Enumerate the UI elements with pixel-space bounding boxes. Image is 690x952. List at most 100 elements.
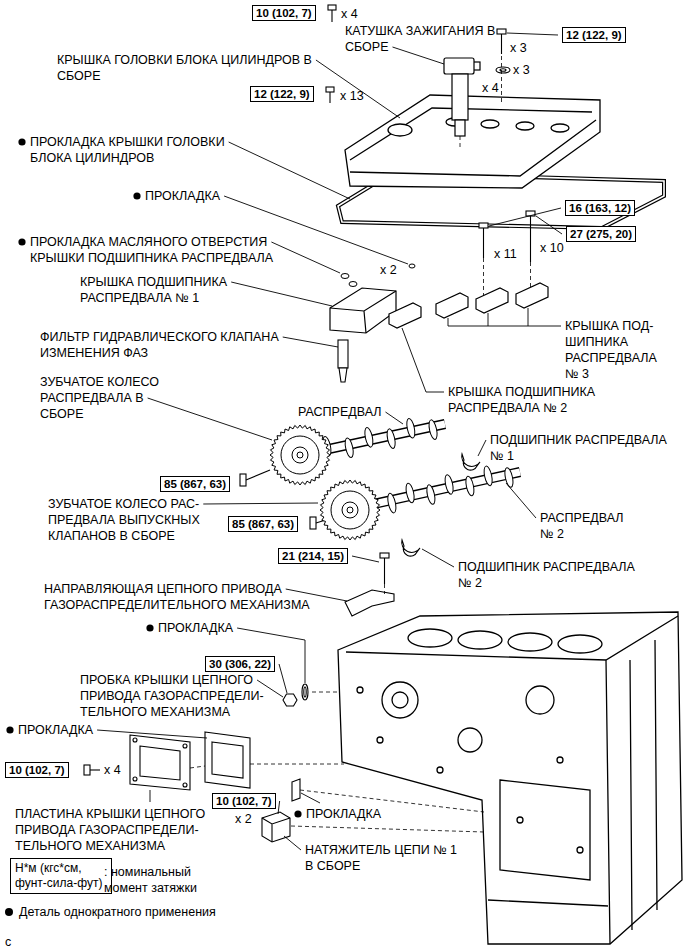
part-name: ПЛАСТИНА КРЫШКИ ЦЕПНОГО ПРИВОДА ГАЗОРАСП… — [15, 807, 205, 853]
bearing-cap — [330, 291, 396, 333]
part-name: ПРОКЛАДКА — [145, 189, 220, 203]
chain-tensioner — [292, 779, 300, 801]
bolt-symbol — [530, 216, 531, 262]
engine-block — [346, 616, 678, 944]
cover-plate — [212, 742, 243, 778]
camshaft-sprocket — [320, 480, 380, 540]
part-name: ЗУБЧАТОЕ КОЛЕСО РАС- ПРЕДВАЛА ВЫПУСКНЫХ … — [48, 496, 213, 544]
torque-value: 12 (122, 9) — [566, 29, 622, 41]
plug — [283, 684, 308, 706]
leader-line — [229, 142, 350, 199]
legend-box: Н*м (кгс*см, фунт-сила-фут) — [10, 858, 112, 894]
bolt-symbol — [331, 10, 332, 22]
leader-line — [506, 483, 536, 518]
part-name: ПЛАСТИНА КРЫШКИ ЦЕПНОГО ПРИВОДА ГАЗОРАСП… — [15, 806, 215, 854]
engine-block — [526, 686, 554, 714]
part-name: ПРОКЛАДКА — [18, 722, 93, 738]
chain-guide — [345, 590, 394, 616]
torque-spec-box: 85 (867, 63) — [228, 516, 298, 532]
leader-line — [385, 412, 403, 424]
camshaft-sprocket — [347, 507, 353, 513]
assembly-line — [190, 56, 531, 832]
figure-code: c — [5, 934, 11, 950]
camshaft-sprocket — [342, 502, 358, 518]
engine-block — [508, 633, 552, 651]
cover-plate — [130, 732, 250, 790]
leader-line — [278, 801, 280, 814]
vvt-filter — [339, 368, 347, 382]
part-name: ПРОКЛАДКА МАСЛЯНОГО ОТВЕРСТИЯ КРЫШКИ ПОД… — [30, 234, 305, 266]
legend-text: Деталь однократного применения — [19, 904, 216, 920]
part-name: ПРОКЛАДКА — [158, 621, 233, 635]
assembly-line — [501, 56, 502, 104]
assembly-line — [250, 764, 344, 765]
part-name: КРЫШКА ПОД- ШИПНИКА РАСПРЕДВАЛА № 3 — [565, 318, 667, 382]
bolt-symbol — [380, 553, 389, 558]
part-name: НАПРАВЛЯЮЩАЯ ЦЕПНОГО ПРИВОДА ГАЗОРАСПРЕД… — [44, 581, 334, 613]
camshaft — [483, 465, 494, 486]
legend-sample: Н*м (кгс*см, фунт-сила-фут) — [15, 861, 102, 890]
legend-item: Деталь однократного применения — [4, 904, 216, 920]
quantity-label: x 11 — [494, 246, 517, 262]
bolt-symbol — [246, 470, 270, 480]
torque-spec-box: 10 (102, 7) — [212, 793, 276, 809]
engine-block — [392, 692, 408, 708]
camshaft — [344, 437, 355, 458]
bolt-symbol — [497, 29, 506, 34]
leader-line — [301, 793, 320, 803]
camshaft — [360, 465, 520, 513]
bolt-symbol — [496, 67, 510, 73]
torque-spec-box: 12 (122, 9) — [250, 86, 314, 102]
leader-line — [203, 503, 318, 504]
leader-line — [150, 790, 151, 802]
torque-spec-box: 12 (122, 9) — [562, 27, 626, 43]
bearing-cap — [516, 283, 548, 308]
part-name: ФИЛЬТР ГИДРАВЛИЧЕСКОГО КЛАПАНА ИЗМЕНЕНИЯ… — [40, 330, 279, 360]
bolt-symbol — [90, 769, 100, 770]
part-name: НАТЯЖИТЕЛЬ ЦЕПИ № 1 В СБОРЕ — [305, 842, 463, 874]
assembly-line — [530, 262, 531, 288]
small-gasket — [341, 274, 349, 279]
part-name: ФИЛЬТР ГИДРАВЛИЧЕСКОГО КЛАПАНА ИЗМЕНЕНИЯ… — [40, 329, 315, 361]
legend-dot — [4, 907, 14, 917]
chain-tensioner — [262, 818, 290, 842]
part-name: ПРОКЛАДКА — [145, 188, 220, 204]
part-name: ПРОКЛАДКА — [158, 620, 233, 636]
vvt-filter — [338, 340, 348, 382]
part-name: КРЫШКА ГОЛОВКИ БЛОКА ЦИЛИНДРОВ В СБОРЕ — [57, 53, 312, 83]
leader-line — [489, 208, 561, 226]
camshaft-sprocket — [270, 425, 330, 485]
camshaft-sprocket — [292, 447, 308, 463]
part-name: КАТУШКА ЗАЖИГАНИЯ В СБОРЕ — [345, 24, 495, 54]
engine-block — [338, 612, 682, 944]
camshaft — [425, 484, 436, 505]
engine-block — [408, 629, 452, 647]
camshaft-sprocket — [320, 480, 380, 540]
plug — [304, 687, 306, 697]
cover-plate — [133, 738, 137, 742]
camshaft — [386, 493, 397, 514]
leader-line — [316, 60, 400, 118]
assembly-line — [483, 258, 484, 296]
camshaft — [386, 428, 397, 449]
part-name: КРЫШКА ПОДШИПНИКА РАСПРЕДВАЛА № 2 — [448, 385, 595, 415]
part-name: ПРОКЛАДКА — [306, 807, 381, 821]
part-name: ПОДШИПНИК РАСПРЕДВАЛА № 1 — [490, 433, 667, 463]
part-name: РАСПРЕДВАЛ — [298, 404, 381, 420]
camshaft — [315, 424, 445, 452]
engine-block — [557, 757, 563, 763]
part-name: РАСПРЕДВАЛ № 2 — [540, 511, 623, 541]
camshaft — [444, 474, 455, 495]
quantity-label: x 2 — [235, 811, 252, 827]
part-name: НАТЯЖИТЕЛЬ ЦЕПИ № 1 В СБОРЕ — [305, 843, 457, 873]
part-name: ПОДШИПНИК РАСПРЕДВАЛА № 1 — [490, 432, 676, 464]
engine-block — [458, 631, 502, 649]
single-use-marker — [133, 192, 140, 199]
quantity-label: x 4 — [104, 762, 121, 778]
camshaft — [405, 418, 416, 439]
part-name: РАСПРЕДВАЛ — [298, 405, 381, 419]
torque-spec-box: 21 (214, 15) — [278, 548, 348, 564]
ignition-coil — [444, 58, 474, 74]
torque-spec-box: 10 (102, 7) — [252, 5, 316, 21]
